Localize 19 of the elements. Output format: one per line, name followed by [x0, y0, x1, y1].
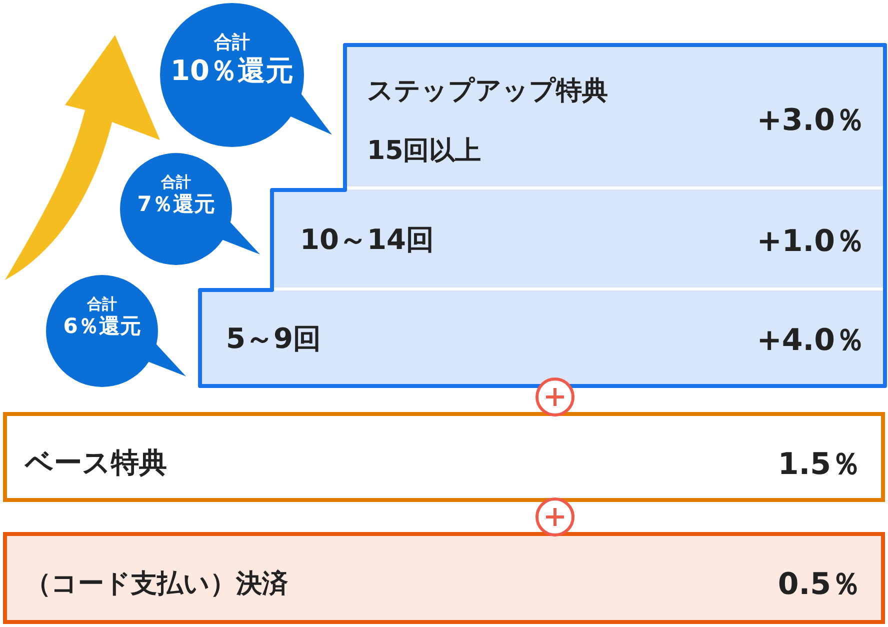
- bubble-value: 10％還元: [170, 53, 294, 89]
- rate-value: +1.0％: [756, 223, 865, 261]
- bubble-value: 7％還元: [136, 191, 216, 218]
- bubble-heading: 合計: [160, 173, 192, 192]
- row-label: 5～9回: [226, 321, 321, 357]
- row-label: 10～14回: [300, 222, 434, 258]
- row-label: （コード支払い）決済: [25, 568, 288, 601]
- rate-value: 1.5％: [778, 446, 861, 484]
- benefit-row: [3, 412, 885, 502]
- benefit-row: [3, 532, 885, 624]
- rate-value: +4.0％: [756, 322, 865, 360]
- rate-value: 0.5％: [778, 566, 861, 604]
- bubble-heading: 合計: [86, 295, 118, 314]
- rate-value: +3.0％: [756, 102, 865, 140]
- row-label: 15回以上: [367, 135, 482, 168]
- bubble-heading: 合計: [212, 31, 251, 54]
- row-label: ステップアップ特典: [367, 75, 608, 108]
- row-label: ベース特典: [25, 445, 167, 481]
- bubble-value: 6％還元: [62, 313, 142, 340]
